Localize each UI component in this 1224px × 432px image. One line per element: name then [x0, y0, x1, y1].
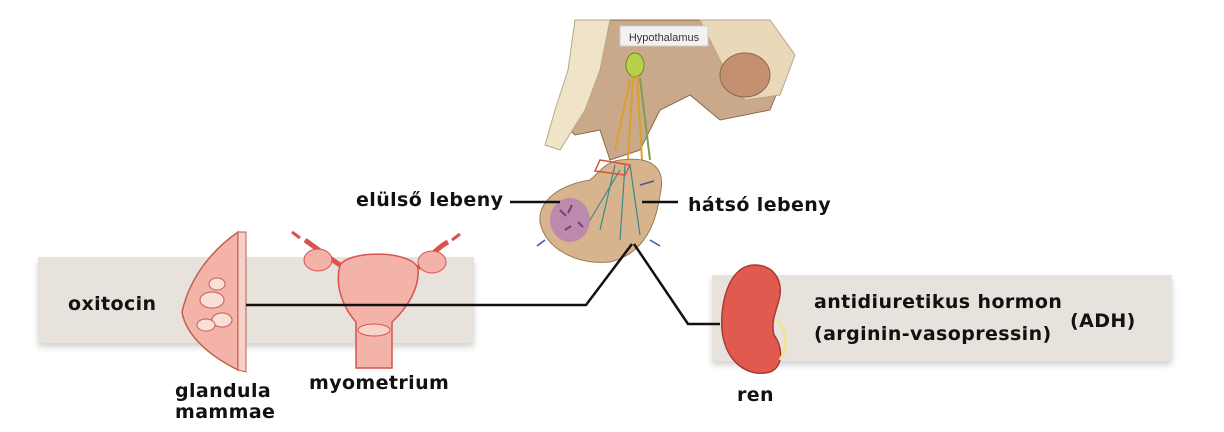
adh-line — [632, 243, 720, 326]
adh-abbreviation: (ADH) — [1070, 310, 1136, 332]
mammary-label-line1: glandula — [175, 380, 272, 402]
hypothalamus-label-box — [619, 25, 709, 47]
oxytocin-label: oxitocin — [68, 293, 157, 315]
posterior-lobe-label: hátsó lebeny — [688, 194, 832, 216]
adh-label-line2: (arginin-vasopressin) — [814, 323, 1052, 345]
kidney-label: ren — [737, 384, 774, 406]
brain-section-illustration — [544, 19, 796, 161]
myometrium-label: myometrium — [309, 372, 450, 394]
adh-label-line1: antidiuretikus hormon — [814, 291, 1063, 313]
anterior-lobe-label: elülső lebeny — [356, 189, 504, 211]
kidney-illustration — [720, 264, 787, 374]
mammary-label-line2: mammae — [175, 401, 276, 423]
adh-band — [712, 275, 1172, 361]
oxytocin-line — [246, 243, 633, 307]
connector-lines — [246, 200, 720, 326]
breast-illustration — [181, 230, 247, 373]
uterus-illustration — [291, 230, 461, 369]
pituitary-gland-illustration — [536, 158, 663, 263]
hypothalamus-label: Hypothalamus — [629, 32, 700, 44]
